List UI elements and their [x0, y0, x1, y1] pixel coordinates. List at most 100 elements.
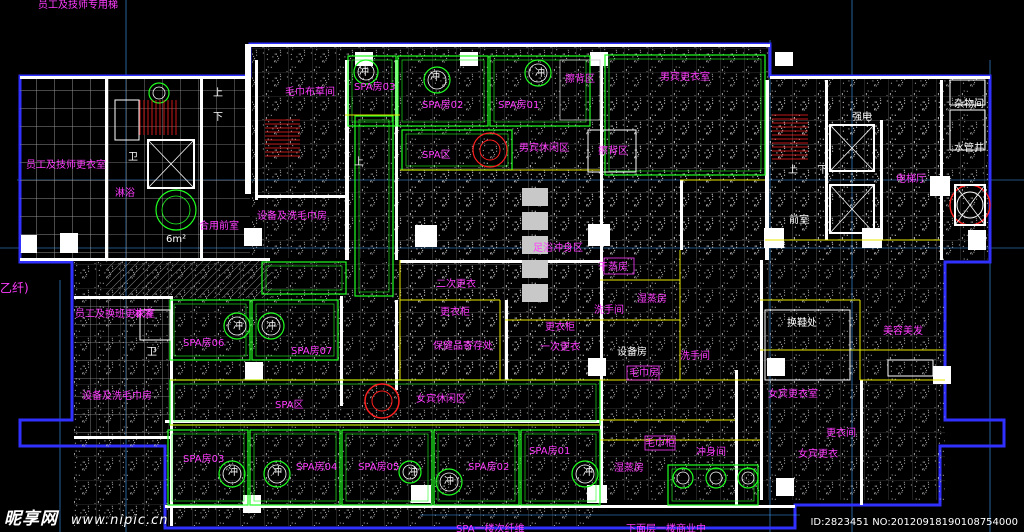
- label-cabinet-2: 更衣柜: [545, 322, 575, 333]
- spa-room-inner: [255, 303, 335, 357]
- label-cabinet-1: 更衣柜: [440, 307, 470, 318]
- column: [767, 358, 785, 376]
- wall: [345, 60, 349, 260]
- tub-inner: [267, 464, 287, 484]
- wall: [20, 76, 250, 79]
- wall: [255, 195, 345, 198]
- label-down-1: 下: [213, 112, 223, 123]
- foot-wash-block: [522, 260, 548, 278]
- label-valuables: 保健品寄存处: [433, 341, 493, 352]
- tub-inner: [575, 464, 595, 484]
- spa-room-inner: [265, 265, 343, 291]
- counter-box: [887, 359, 934, 377]
- label-shower-2: 淋浴: [133, 309, 153, 320]
- label-sb5: 冲: [583, 467, 593, 478]
- spa-room-inner: [345, 433, 429, 502]
- label-laundry-2: 设备及洗毛巾房: [82, 391, 152, 402]
- wall: [395, 60, 398, 260]
- label-towel-cab: 毛巾柜: [645, 438, 675, 449]
- tub-outer: [223, 312, 251, 340]
- tub-outer: [524, 59, 552, 87]
- tub-outer: [571, 460, 599, 488]
- tub-outer: [148, 82, 170, 104]
- label-top-left-cut: 员工及技师专用梯: [38, 0, 118, 11]
- label-spa-b05: SPA房05: [358, 462, 400, 473]
- column: [776, 478, 794, 496]
- wall: [250, 44, 770, 47]
- elevator-x: [829, 184, 875, 234]
- label-elec: 强电: [852, 112, 872, 123]
- column: [460, 52, 478, 66]
- label-spa-b02: SPA房02: [468, 462, 510, 473]
- rest-zone-decor: [472, 132, 508, 168]
- tub-inner: [439, 472, 459, 492]
- wall: [400, 260, 600, 263]
- room-tag: [603, 257, 635, 275]
- spa-room-frame: [667, 464, 759, 506]
- label-foot-wash: 足浴冲身区: [533, 243, 583, 254]
- watermark-id: ID:2823451 NO:20120918190108754000: [810, 517, 1018, 528]
- label-dry-steam: 干蒸房: [598, 262, 628, 273]
- floor-corridor-hatch: [106, 258, 272, 298]
- label-rub-mid: 擦背区: [598, 146, 628, 157]
- column: [411, 485, 431, 503]
- watermark-brand: 昵享网 www.nipic.cn: [4, 504, 169, 529]
- label-area-6: 6m²: [166, 234, 187, 245]
- label-spa-01: SPA房01: [498, 100, 540, 111]
- wall: [74, 296, 170, 299]
- spa-room-frame: [251, 299, 339, 361]
- label-elevator-hall: 电梯厅: [896, 174, 926, 185]
- watermark-brand-text: 昵享网: [4, 509, 58, 529]
- wall: [255, 60, 258, 200]
- spa-room-frame: [354, 115, 394, 297]
- label-wash-room: 洗手间: [680, 351, 710, 362]
- wall: [170, 296, 173, 526]
- label-shower-top-3: 冲: [535, 68, 545, 79]
- wall: [825, 80, 828, 240]
- elevator-box: [954, 184, 986, 226]
- label-left-cut: 乙纤): [0, 281, 29, 295]
- wall: [940, 80, 943, 260]
- column: [243, 495, 261, 513]
- wall: [765, 80, 769, 260]
- label-wet-steam-2: 湿蒸房: [614, 463, 644, 474]
- column: [930, 176, 950, 196]
- spa-room-frame: [347, 55, 397, 127]
- label-shower-top-1: 冲: [359, 67, 369, 78]
- column: [587, 485, 607, 503]
- tub-inner: [261, 316, 281, 336]
- label-second-change: 二次更衣: [436, 279, 476, 290]
- wc-box: [114, 99, 140, 141]
- wall: [680, 180, 683, 250]
- label-beauty: 美容美发: [883, 326, 923, 337]
- spa-room-inner: [351, 59, 393, 123]
- label-sb4: 冲: [444, 476, 454, 487]
- label-women-rest: 女宾休闲区: [416, 394, 466, 405]
- label-down-2: 下: [818, 165, 828, 176]
- elevator-x: [829, 124, 875, 172]
- label-shower-1: 淋浴: [115, 188, 135, 199]
- tub-outer: [263, 460, 291, 488]
- label-spa-zone-bottom: SPA区: [275, 400, 304, 411]
- label-spa-03: SPA房03: [354, 82, 396, 93]
- rest-zone-decor-inner: [479, 139, 501, 161]
- label-s6: 冲: [233, 321, 243, 332]
- floor-staff-change: [74, 296, 170, 436]
- label-sb1: 冲: [228, 467, 238, 478]
- spa-room-frame: [604, 54, 766, 176]
- rub-box: [587, 129, 637, 173]
- spa-room-inner: [171, 433, 245, 502]
- women-rest-decor: [364, 383, 400, 419]
- column: [775, 52, 793, 66]
- wall: [165, 420, 600, 423]
- fan-inner: [161, 195, 191, 225]
- label-wc-1: 卫: [128, 152, 138, 163]
- shoe-box: [764, 309, 851, 381]
- tub-outer: [705, 467, 727, 489]
- label-staff-locker: 员工及技师更衣室: [26, 160, 106, 171]
- elevator-x: [147, 139, 195, 189]
- label-laundry: 设备及洗毛巾房: [257, 211, 327, 222]
- label-shared-front: 合用前室: [199, 221, 239, 232]
- label-sb3: 冲: [408, 467, 418, 478]
- foot-wash-block: [522, 236, 548, 254]
